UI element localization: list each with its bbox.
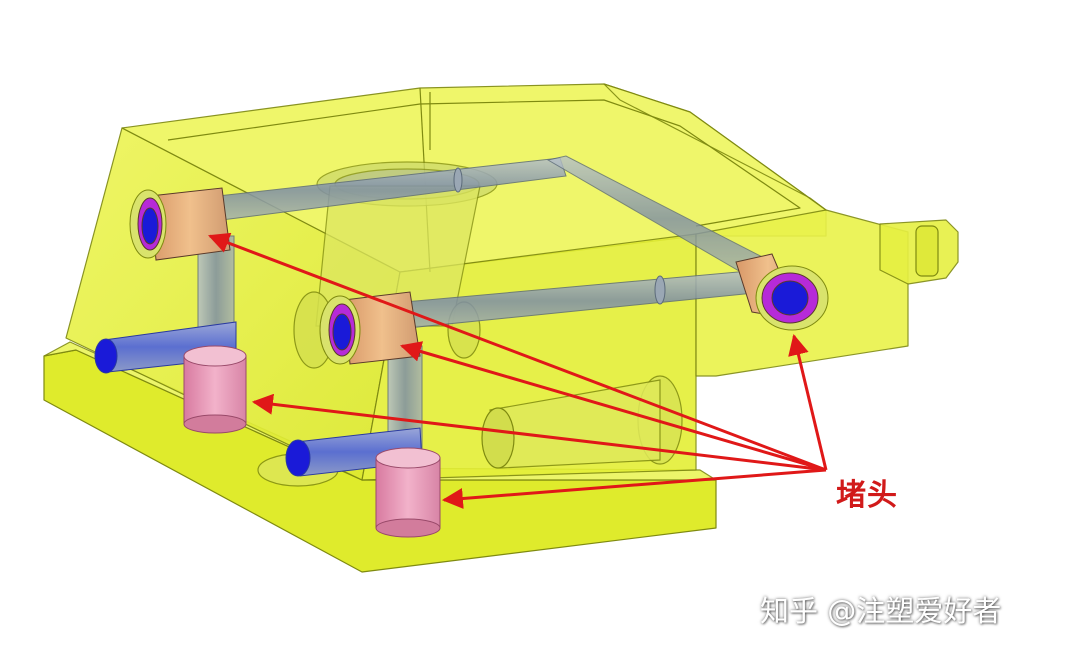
front-bore-end [481, 407, 515, 469]
inlet-rod-front-face [285, 439, 311, 477]
plug-callout-label: 堵头 [836, 478, 898, 513]
right-step-top [603, 83, 827, 211]
side-plug-left [129, 187, 231, 261]
arrow-to-left-sleeve [208, 232, 827, 472]
channel-rib-1 [654, 275, 666, 305]
mold-block [43, 83, 959, 573]
pink-plug-front [375, 447, 441, 538]
arrow-to-left-pink [251, 393, 827, 472]
pink-plugs [183, 345, 441, 538]
side-fitting-cap [915, 225, 939, 277]
callout-arrows [208, 232, 828, 509]
side-plug-middle [319, 291, 421, 365]
inlet-rod-left-face [94, 338, 118, 374]
cooling-channels [197, 155, 773, 465]
channel-rib-2 [453, 167, 463, 193]
arrow-to-right-plug [788, 333, 828, 471]
side-plug-right [735, 253, 829, 331]
top-recess-edge [167, 99, 801, 227]
arrow-to-middle-sleeve [399, 341, 827, 472]
arrow-to-front-pink [441, 468, 827, 509]
pink-plug-left [183, 345, 247, 434]
watermark-text: 知乎 @注塑爱好者 [760, 594, 1002, 628]
